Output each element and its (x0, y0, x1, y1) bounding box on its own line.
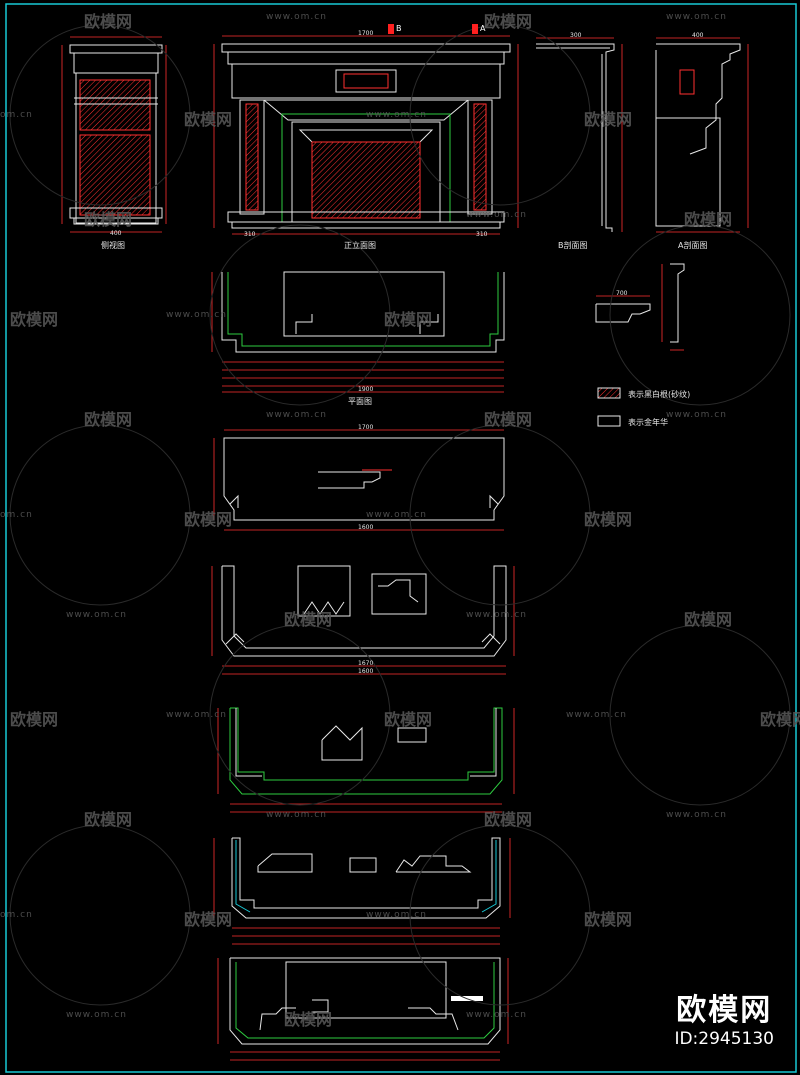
dim-detail-width: 700 (616, 290, 628, 297)
watermark-url: www.om.cn (66, 610, 127, 620)
section-marker-b-flag (388, 24, 394, 34)
piece-2-drawing (221, 565, 507, 657)
plan-detail (595, 263, 685, 343)
watermark-logo: 欧模网 (284, 610, 333, 629)
watermark-logo: 欧模网 (584, 110, 633, 129)
brand-stamp: 欧模网 ID:2945130 (674, 985, 774, 1049)
dim-piece2-bottom: 1670 (358, 660, 374, 667)
front-view-dims (213, 35, 519, 235)
plan-drawing (221, 271, 505, 353)
watermark-logo: 欧模网 (584, 510, 633, 529)
watermark-url: www.om.cn (266, 810, 327, 820)
section-a-drawing (655, 43, 741, 227)
dim-section-a-top: 400 (692, 32, 704, 39)
front-view-title: 正立面图 (344, 241, 376, 250)
dim-front-left: 310 (244, 231, 256, 238)
watermark-url: om.cn (0, 510, 33, 520)
watermark-logo: 欧模网 (10, 710, 59, 729)
piece-2-dims (211, 566, 515, 675)
piece-3-dims (217, 708, 515, 813)
watermark-logo: 欧模网 (484, 410, 533, 429)
section-marker-a-flag (472, 24, 478, 34)
watermark-url: om.cn (0, 110, 33, 120)
plan-view-title: 平面图 (348, 397, 372, 406)
watermark-url: www.om.cn (266, 12, 327, 22)
watermark-logo: 欧模网 (184, 910, 233, 929)
dim-piece1-bottom: 1600 (358, 524, 374, 531)
watermark-logo: 欧模网 (384, 710, 433, 729)
watermark-logo: 欧模网 (84, 12, 133, 31)
legend-hatched-label: 表示黑白根(砂纹) (628, 390, 691, 399)
watermark-url: www.om.cn (666, 810, 727, 820)
brand-name: 欧模网 (676, 993, 773, 1028)
watermark-url: www.om.cn (466, 210, 527, 220)
dim-side-width: 400 (110, 230, 122, 237)
watermark-logo: 欧模网 (84, 810, 133, 829)
watermark-logo: 欧模网 (284, 1010, 333, 1029)
watermark-url: www.om.cn (466, 1010, 527, 1020)
watermark-logo: 欧模网 (684, 210, 733, 229)
side-view-dims (61, 36, 167, 233)
watermark-url: www.om.cn (666, 410, 727, 420)
section-b-title: B剖面图 (558, 241, 588, 250)
watermark-url: www.om.cn (666, 12, 727, 22)
plan-detail-dims (596, 264, 684, 351)
watermark-url: www.om.cn (166, 710, 227, 720)
watermark-url: www.om.cn (366, 910, 427, 920)
piece-4-drawing (231, 837, 501, 919)
watermark-arcs (9, 24, 791, 1006)
watermark-url: om.cn (0, 910, 33, 920)
dim-piece2-bottom-2: 1600 (358, 668, 374, 675)
watermark-url: www.om.cn (366, 110, 427, 120)
watermark-logo: 欧模网 (84, 210, 133, 229)
front-view-drawing (221, 43, 511, 229)
legend-hatched-swatch (597, 387, 621, 399)
watermark-logo: 欧模网 (184, 110, 233, 129)
section-marker-a: A (480, 24, 486, 33)
brand-id: ID:2945130 (674, 1029, 774, 1049)
legend-plain-swatch (597, 415, 621, 427)
watermark-logo: 欧模网 (684, 610, 733, 629)
section-a-title: A剖面图 (678, 241, 708, 250)
section-a-dims (656, 37, 749, 233)
section-b-dims (536, 37, 623, 232)
watermark-logo: 欧模网 (384, 310, 433, 329)
section-b-drawing (536, 43, 615, 232)
watermark-url: www.om.cn (66, 1010, 127, 1020)
watermark-logo: 欧模网 (484, 12, 533, 31)
piece-1-dims (213, 429, 504, 531)
piece-4-dims (213, 838, 511, 945)
watermark-url: www.om.cn (566, 710, 627, 720)
side-view-title: 侧视图 (101, 241, 125, 250)
side-view-drawing (69, 44, 163, 225)
plan-dims (211, 272, 504, 393)
watermark-logo: 欧模网 (484, 810, 533, 829)
drawing-frame (5, 3, 797, 1073)
watermark-logo: 欧模网 (10, 310, 59, 329)
piece-5-dims (217, 958, 509, 1061)
watermark-url: www.om.cn (466, 610, 527, 620)
dim-piece1-top: 1700 (358, 424, 374, 431)
legend-plain-label: 表示金年华 (628, 418, 668, 427)
section-marker-b: B (396, 24, 402, 33)
dim-front-right: 310 (476, 231, 488, 238)
watermark-url: www.om.cn (366, 510, 427, 520)
watermark-logo: 欧模网 (760, 710, 800, 729)
piece-3-drawing (229, 707, 503, 795)
piece-1-drawing (223, 437, 505, 521)
dim-front-width: 1700 (358, 30, 374, 37)
watermark-logo: 欧模网 (84, 410, 133, 429)
watermark-url: www.om.cn (266, 410, 327, 420)
watermark-url: www.om.cn (166, 310, 227, 320)
watermark-logo: 欧模网 (584, 910, 633, 929)
piece-5-drawing (229, 957, 501, 1045)
dim-plan-total: 1900 (358, 386, 374, 393)
watermark-logo: 欧模网 (184, 510, 233, 529)
dim-section-b-top: 300 (570, 32, 582, 39)
